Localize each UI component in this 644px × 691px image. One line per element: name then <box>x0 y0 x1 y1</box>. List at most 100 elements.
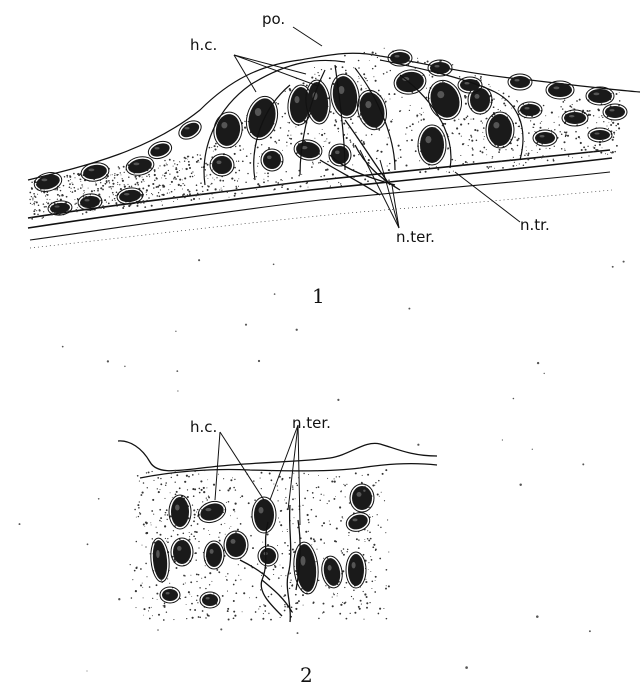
fig1-nucleus-27 <box>510 76 530 88</box>
fig2-stipple-dot <box>381 492 382 493</box>
fig1-stipple-dot <box>388 93 390 95</box>
fig2-stipple-dot <box>161 580 162 581</box>
fig2-stipple-dot <box>307 514 309 516</box>
fig1-stipple-dot <box>166 172 167 173</box>
fig2-stipple-dot <box>313 603 314 604</box>
fig1-stipple-dot <box>527 154 529 156</box>
fig1-stipple-dot <box>578 136 580 138</box>
fig2-stipple-dot <box>273 484 274 485</box>
fig1-stipple-dot <box>344 55 346 57</box>
fig2-stipple-dot <box>292 486 293 487</box>
fig2-stipple-dot <box>369 514 370 515</box>
fig1-stipple-dot <box>290 138 292 140</box>
fig2-stipple-dot <box>303 605 304 606</box>
fig2-stipple-dot <box>278 517 279 518</box>
fig1-stipple-dot <box>301 174 302 175</box>
fig1-stipple-dot <box>375 80 377 82</box>
fig2-stipple-dot <box>143 597 144 598</box>
fig2-stipple-dot <box>372 581 374 583</box>
fig1-stipple-dot <box>607 126 608 127</box>
fig1-stipple-dot <box>159 195 161 197</box>
fig2-stipple-dot <box>218 474 219 475</box>
paper-speck <box>417 444 419 446</box>
fig2-stipple-dot <box>199 587 200 588</box>
fig1-stipple-dot <box>338 131 339 132</box>
fig1-nucleus-27-highlight <box>515 79 520 81</box>
fig2-nucleus-12-highlight <box>353 519 358 522</box>
fig1-stipple-dot <box>214 145 216 147</box>
fig2-stipple-dot <box>353 598 354 599</box>
fig2-nucleus-9-highlight <box>301 556 306 566</box>
fig1-stipple-dot <box>411 130 412 131</box>
fig1-stipple-dot <box>306 84 308 86</box>
fig1-stipple-dot <box>146 194 147 195</box>
fig2-stipple-dot <box>238 575 239 576</box>
fig1-stipple-dot <box>277 103 279 105</box>
fig1-stipple-dot <box>66 175 68 177</box>
fig1-stipple-dot <box>564 150 565 151</box>
fig1-stipple-dot <box>544 156 546 158</box>
fig1-stipple-dot <box>75 210 76 211</box>
fig1-stipple-dot <box>169 159 171 161</box>
fig1-stipple-dot <box>164 175 166 177</box>
fig2-stipple-dot <box>363 619 364 620</box>
fig2-stipple-dot <box>157 599 158 600</box>
fig1-stipple-dot <box>505 149 506 150</box>
fig2-stipple-dot <box>151 607 152 608</box>
fig1-stipple-dot <box>471 140 473 142</box>
fig1-stipple-dot <box>197 154 198 155</box>
fig1-stipple-dot <box>534 131 535 132</box>
fig1-stipple-dot <box>110 186 112 188</box>
fig1-stipple-dot <box>216 177 217 178</box>
fig1-stipple-dot <box>553 159 554 160</box>
fig1-stipple-dot <box>205 176 206 177</box>
fig1-stipple-dot <box>353 146 355 148</box>
fig1-nucleus-30-highlight <box>525 107 530 109</box>
fig2-stipple-dot <box>334 478 335 479</box>
fig1-stipple-dot <box>82 186 83 187</box>
fig1-stipple-dot <box>131 186 132 187</box>
fig1-stipple-dot <box>554 122 555 123</box>
fig1-stipple-dot <box>182 179 183 180</box>
fig1-stipple-dot <box>424 62 426 64</box>
fig2-stipple-dot <box>213 593 214 594</box>
fig2-stipple-dot <box>191 533 193 535</box>
fig2-stipple-dot <box>385 588 387 590</box>
fig1-stipple-dot <box>174 163 175 164</box>
fig1-nucleus-2-highlight <box>88 169 94 172</box>
fig1-nucleus-6-highlight <box>124 193 130 195</box>
fig1-stipple-dot <box>276 102 277 103</box>
fig1-stipple-dot <box>34 204 35 205</box>
fig1-stipple-dot <box>302 82 304 84</box>
fig1-stipple-dot <box>524 141 525 142</box>
fig2-stipple-dot <box>167 538 168 539</box>
fig1-nucleus-22-highlight <box>475 94 480 99</box>
fig1-stipple-dot <box>100 182 101 183</box>
fig2-stipple-dot <box>292 488 293 489</box>
fig2-stipple-dot <box>364 593 366 595</box>
fig1-stipple-dot <box>444 123 446 125</box>
fig2-stipple-dot <box>219 490 221 492</box>
fig2-stipple-dot <box>262 542 263 543</box>
fig1-stipple-dot <box>193 198 195 200</box>
fig1-nucleus-30 <box>520 104 540 116</box>
fig2-stipple-dot <box>356 538 358 540</box>
fig2-stipple-dot <box>157 488 158 489</box>
paper-speck <box>278 577 280 579</box>
paper-speck <box>513 398 515 400</box>
paper-speck <box>582 463 584 465</box>
fig1-stipple-dot <box>447 149 448 150</box>
fig1-stipple-dot <box>466 117 467 118</box>
fig1-stipple-dot <box>321 69 322 70</box>
fig2-stipple-dot <box>365 579 366 580</box>
fig2-stipple-dot <box>264 605 266 607</box>
fig2-stipple-dot <box>308 522 309 523</box>
fig1-nucleus-10 <box>212 156 232 174</box>
fig1-stipple-dot <box>104 199 106 201</box>
fig2-stipple-dot <box>165 512 167 514</box>
fig1-stipple-dot <box>416 114 418 116</box>
fig1-stipple-dot <box>613 132 615 134</box>
fig2-stipple-dot <box>192 488 194 490</box>
fig1-stipple-dot <box>369 60 370 61</box>
fig2-stipple-dot <box>160 483 162 485</box>
